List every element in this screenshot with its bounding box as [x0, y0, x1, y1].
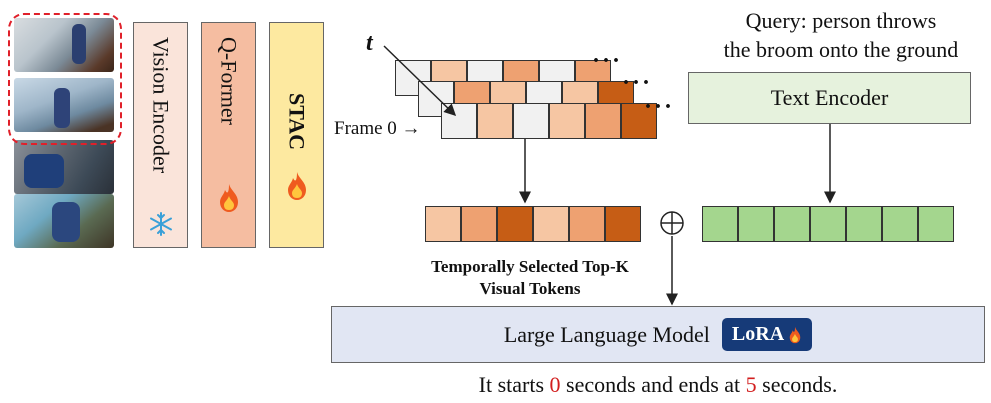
output-sentence: It starts 0 seconds and ends at 5 second… — [331, 372, 985, 398]
snowflake-icon — [150, 212, 172, 236]
ellipsis-front: ··· — [644, 94, 675, 120]
llm-block: Large Language Model LoRA — [331, 306, 985, 363]
video-frame-4 — [14, 194, 114, 248]
text-encoder-label: Text Encoder — [770, 85, 889, 110]
output-prefix: It starts — [478, 372, 545, 397]
lora-badge: LoRA — [721, 318, 813, 351]
caption-line-1: Temporally Selected Top-K — [431, 257, 629, 276]
ellipsis-back: ··· — [592, 48, 623, 74]
stac-label: STAC — [284, 93, 310, 151]
ellipsis-middle: ··· — [622, 70, 653, 96]
query-line-2: the broom onto the ground — [723, 37, 959, 62]
video-frame-2 — [14, 78, 114, 132]
output-start-time: 0 — [549, 372, 561, 397]
stac-block: STAC — [269, 22, 324, 248]
video-frame-1 — [14, 18, 114, 72]
flame-icon — [789, 326, 801, 343]
selected-frames-highlight — [8, 13, 122, 145]
qformer-label: Q-Former — [216, 37, 242, 125]
text-encoder-block: Text Encoder — [688, 72, 971, 124]
caption-line-2: Visual Tokens — [479, 279, 581, 298]
frame-0-label: Frame 0 → — [334, 118, 421, 139]
output-suffix: seconds. — [762, 372, 838, 397]
flame-icon — [220, 184, 238, 212]
flame-icon — [288, 172, 306, 200]
llm-label: Large Language Model — [503, 321, 710, 347]
video-frame-3 — [14, 140, 114, 194]
lora-label: LoRA — [731, 323, 785, 345]
output-end-time: 5 — [745, 372, 757, 397]
frame-0-text: Frame 0 — [334, 118, 397, 139]
output-middle: seconds and ends at — [566, 372, 741, 397]
time-axis-label: t — [366, 30, 373, 56]
query-line-1: Query: person throws — [745, 8, 937, 33]
vision-encoder-block: Vision Encoder — [133, 22, 188, 248]
selected-tokens-caption: Temporally Selected Top-K Visual Tokens — [395, 256, 665, 300]
vision-encoder-label: Vision Encoder — [148, 37, 174, 174]
query-text: Query: person throws the broom onto the … — [696, 6, 986, 64]
qformer-block: Q-Former — [201, 22, 256, 248]
